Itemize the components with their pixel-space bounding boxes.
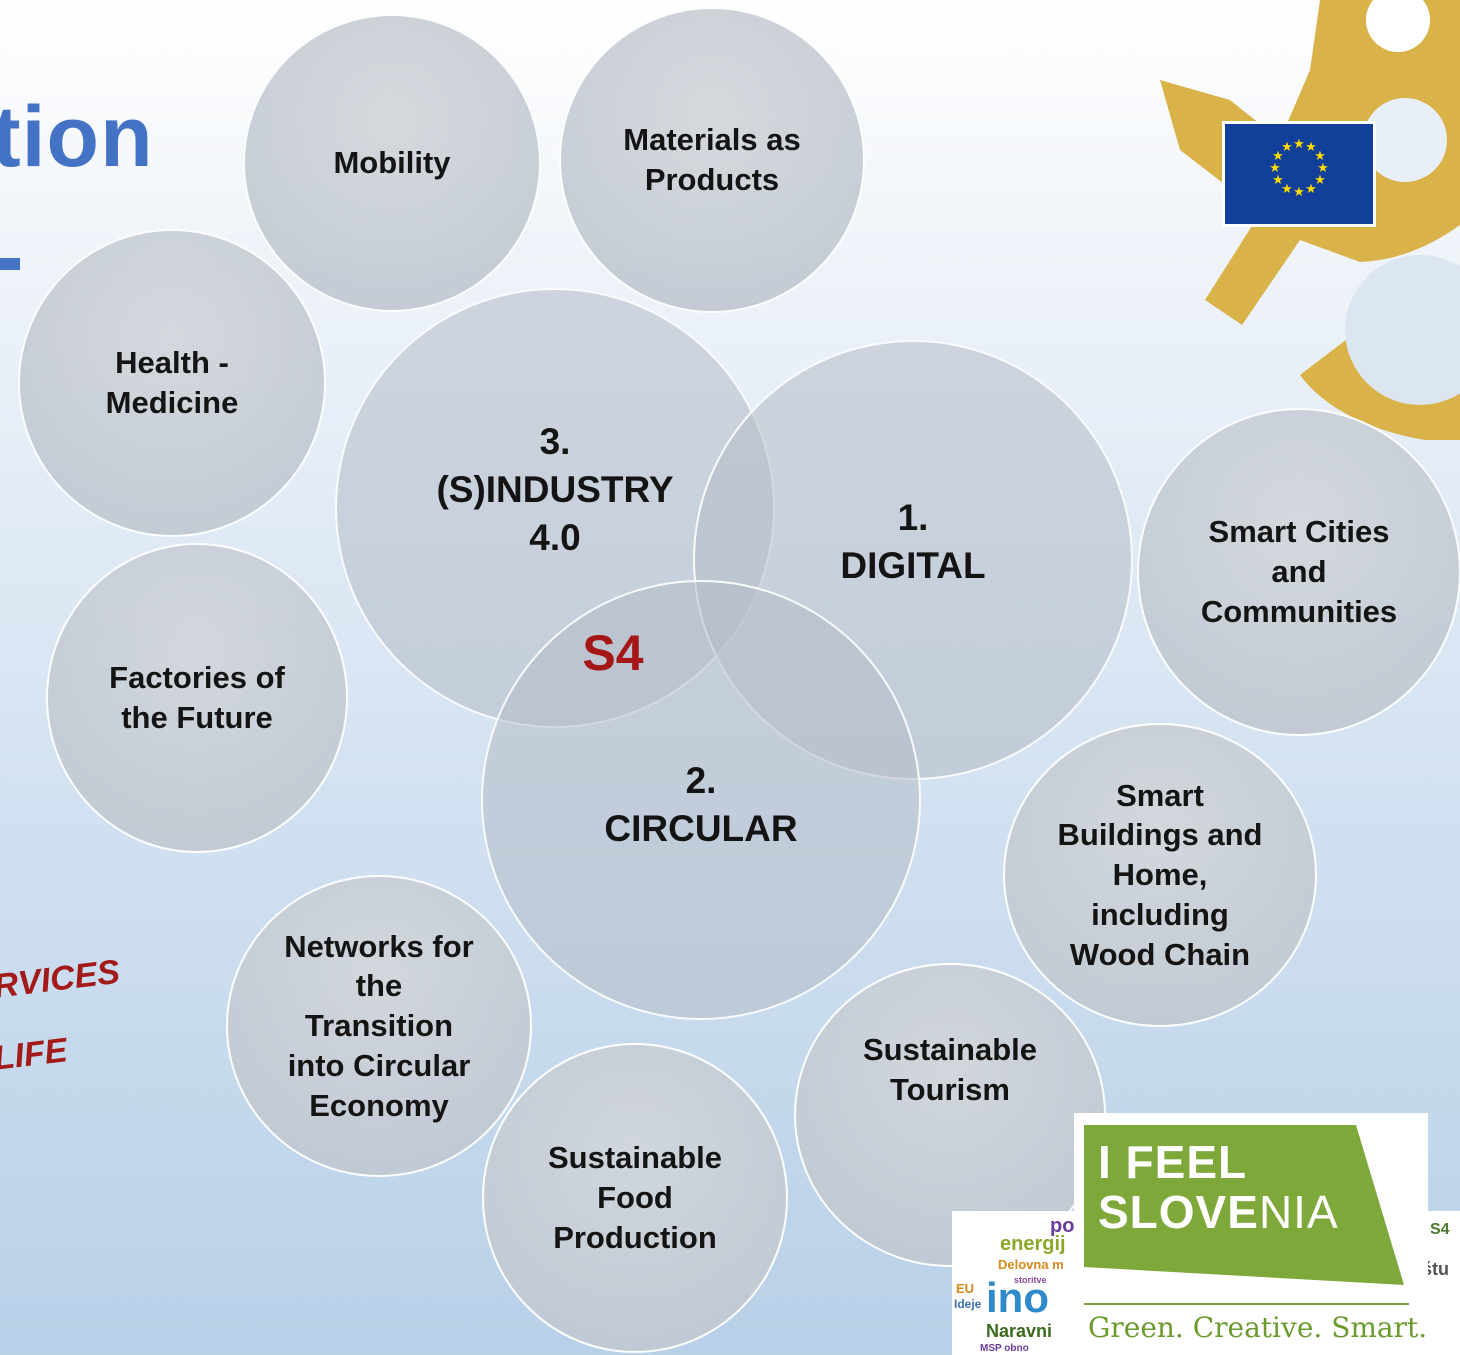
topic-circle-smart-buildings: Smart Buildings and Home, including Wood… bbox=[1003, 723, 1317, 1027]
svg-text:★: ★ bbox=[1314, 149, 1326, 164]
svg-text:★: ★ bbox=[1281, 182, 1293, 197]
topic-circle-materials: Materials as Products bbox=[559, 7, 865, 313]
topic-circle-health: Health - Medicine bbox=[18, 229, 326, 537]
topic-label-mobility: Mobility bbox=[333, 145, 451, 181]
cloud-word: Delovna m bbox=[998, 1257, 1064, 1272]
topic-label-factories: Factories of the Future bbox=[109, 660, 285, 735]
core-label-circular: 2. CIRCULAR bbox=[604, 759, 798, 849]
logo-line-1: I FEEL bbox=[1098, 1136, 1248, 1188]
cloud-word: energij bbox=[1000, 1233, 1066, 1255]
svg-text:★: ★ bbox=[1269, 161, 1281, 176]
svg-text:★: ★ bbox=[1317, 161, 1329, 176]
svg-text:★: ★ bbox=[1272, 173, 1284, 188]
topic-label-networks: Networks for the Transition into Circula… bbox=[284, 928, 474, 1123]
topic-label-smart-cities: Smart Cities and Communities bbox=[1200, 514, 1398, 629]
logo-line-2-light: NIA bbox=[1258, 1186, 1339, 1238]
topic-label-food: Sustainable Food Production bbox=[548, 1140, 722, 1255]
svg-text:★: ★ bbox=[1293, 185, 1305, 200]
cloud-word: Ideje bbox=[954, 1297, 982, 1311]
svg-text:★: ★ bbox=[1293, 137, 1305, 152]
topic-circle-smart-cities: Smart Cities and Communities bbox=[1137, 408, 1460, 736]
topic-label-tourism: Sustainable Tourism bbox=[863, 1032, 1037, 1107]
topic-label-materials: Materials as Products bbox=[623, 122, 801, 197]
topic-circle-factories: Factories of the Future bbox=[46, 543, 348, 853]
core-circle-circular: 2. CIRCULAR bbox=[481, 580, 921, 1020]
cloud-word: S4 bbox=[1430, 1221, 1450, 1238]
core-label-digital: 1. DIGITAL bbox=[840, 496, 986, 586]
cloud-word: Naravni bbox=[986, 1321, 1053, 1341]
slide-title-fragment: tion bbox=[0, 89, 154, 185]
cloud-word: po bbox=[1050, 1215, 1075, 1237]
logo-green-shape bbox=[1084, 1125, 1404, 1285]
cloud-word: MSP obno bbox=[980, 1343, 1029, 1354]
i-feel-slovenia-logo: po energij Delovna m storitve EU Ideje i… bbox=[952, 1113, 1460, 1355]
cloud-word: EU bbox=[956, 1281, 975, 1296]
eu-flag-icon: ★ ★ ★ ★ ★ ★ ★ ★ ★ ★ ★ ★ bbox=[1222, 121, 1376, 227]
topic-circle-food: Sustainable Food Production bbox=[482, 1043, 788, 1353]
logo-tagline: Green. Creative. Smart. bbox=[1088, 1311, 1428, 1344]
topic-circle-mobility: Mobility bbox=[243, 14, 541, 312]
svg-text:★: ★ bbox=[1314, 173, 1326, 188]
topic-circle-networks: Networks for the Transition into Circula… bbox=[226, 875, 532, 1177]
center-s4-label: S4 bbox=[582, 625, 644, 681]
title-dash bbox=[0, 258, 20, 270]
svg-text:★: ★ bbox=[1305, 140, 1317, 155]
topic-label-health: Health - Medicine bbox=[105, 345, 239, 420]
logo-rule bbox=[1084, 1303, 1409, 1305]
svg-text:★: ★ bbox=[1305, 182, 1317, 197]
svg-text:★: ★ bbox=[1272, 149, 1284, 164]
svg-text:★: ★ bbox=[1281, 140, 1293, 155]
core-label-industry: 3. (S)INDUSTRY 4.0 bbox=[436, 421, 674, 559]
cloud-word: štu bbox=[1422, 1259, 1449, 1279]
logo-line-2-bold: SLOVE bbox=[1098, 1186, 1259, 1238]
cloud-word: ino bbox=[986, 1274, 1049, 1321]
logo-line-2: SLOVENIA bbox=[1098, 1185, 1339, 1239]
cloud-word: storitve bbox=[1014, 1275, 1047, 1285]
logo-panel: I FEEL SLOVENIA Green. Creative. Smart. bbox=[1074, 1113, 1428, 1355]
topic-label-smart-buildings: Smart Buildings and Home, including Wood… bbox=[1057, 777, 1263, 972]
